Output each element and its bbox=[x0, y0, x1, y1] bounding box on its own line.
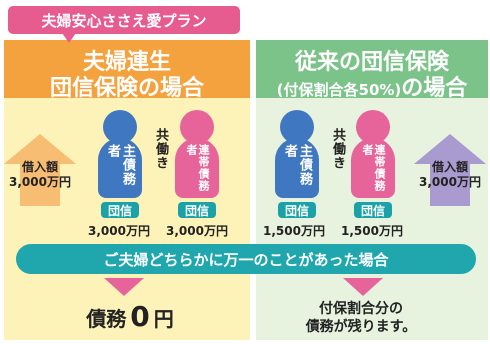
dansin-badge-right-main: 団信 bbox=[278, 202, 316, 218]
loan-right-label: 借入額 bbox=[431, 160, 468, 174]
joint-debtor-right: 連帯債務者 bbox=[351, 138, 395, 198]
left-title-line2: 団信保険の場合 bbox=[49, 76, 204, 101]
left-result-prefix: 債務 bbox=[86, 307, 127, 331]
loan-left-amount: 3,000万円 bbox=[9, 175, 71, 189]
left-result-value: 0 bbox=[130, 300, 150, 333]
right-result: 付保割合分の 債務が残ります。 bbox=[296, 300, 426, 336]
dansin-badge-left-main: 団信 bbox=[101, 202, 139, 218]
joint-debtor-right-amount: 1,500万円 bbox=[341, 224, 403, 238]
right-result-line1: 付保割合分の bbox=[319, 301, 403, 317]
main-debtor-left: 主債務者 bbox=[98, 138, 142, 198]
plan-tag-tail bbox=[62, 33, 76, 43]
event-banner: ご夫婦どちらかに万一のことがあった場合 bbox=[16, 244, 476, 274]
main-debtor-right: 主債務者 bbox=[275, 138, 319, 198]
joint-debtor-left: 連帯債務者 bbox=[175, 138, 219, 198]
loan-left: 借入額 3,000万円 bbox=[4, 158, 76, 192]
loan-right-amount: 3,000万円 bbox=[419, 175, 481, 189]
plan-tag: 夫婦安心ささえ愛プラン bbox=[8, 6, 240, 34]
right-title-line1: 従来の団信保険 bbox=[294, 50, 449, 75]
joint-debtor-left-amount: 3,000万円 bbox=[166, 224, 228, 238]
dansin-badge-right-joint: 団信 bbox=[354, 202, 392, 218]
down-arrow-icon-left bbox=[104, 278, 144, 296]
dansin-badge-left-joint: 団信 bbox=[178, 202, 216, 218]
left-result-suffix: 円 bbox=[153, 307, 174, 331]
joint-debtor-right-label: 連帯債務者 bbox=[361, 144, 386, 192]
right-title-line2-wrap: (付保割合各50%) の場合 bbox=[256, 70, 488, 102]
loan-arrow-icon-left bbox=[4, 134, 76, 206]
together-left: 共働き bbox=[153, 128, 168, 170]
joint-debtor-left-label: 連帯債務者 bbox=[185, 144, 210, 192]
loan-left-label: 借入額 bbox=[21, 160, 58, 174]
right-title-note: (付保割合各50%) bbox=[276, 81, 402, 99]
left-result: 債務 0 円 bbox=[60, 300, 200, 333]
right-header bbox=[256, 40, 488, 98]
main-debtor-left-label: 主債務者 bbox=[105, 144, 135, 186]
right-title-line2: の場合 bbox=[401, 76, 468, 101]
main-debtor-right-amount: 1,500万円 bbox=[263, 224, 325, 238]
down-arrow-icon-right bbox=[343, 278, 383, 296]
together-right: 共働き bbox=[330, 128, 345, 170]
left-header bbox=[4, 40, 250, 98]
loan-arrow-icon-right bbox=[414, 134, 486, 206]
main-debtor-left-amount: 3,000万円 bbox=[88, 224, 150, 238]
left-title-line1: 夫婦連生 bbox=[82, 50, 171, 75]
loan-right: 借入額 3,000万円 bbox=[414, 158, 486, 192]
right-result-line2: 債務が残ります。 bbox=[305, 319, 417, 335]
main-debtor-right-label: 主債務者 bbox=[282, 144, 312, 186]
